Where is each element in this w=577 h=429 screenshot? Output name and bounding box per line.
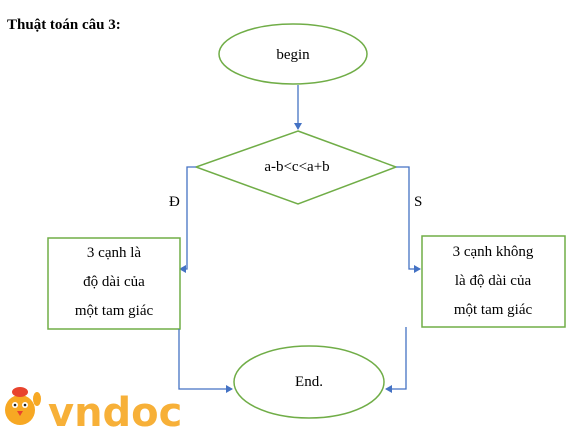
yes-branch-label: Đ <box>169 194 180 210</box>
end-node <box>233 345 385 419</box>
yes-result-box <box>47 237 181 330</box>
no-branch-label: S <box>414 194 422 210</box>
connector-no-end <box>385 327 407 393</box>
no-result-box <box>421 235 566 328</box>
no-result-line-3: một tam giác <box>454 302 533 318</box>
no-result-line-1: 3 cạnh không <box>453 244 534 260</box>
connector-decision-no <box>396 166 421 273</box>
watermark-text: vndoc <box>48 390 182 429</box>
connector-decision-yes <box>179 166 196 273</box>
connector-yes-end <box>178 329 233 393</box>
end-label: End. <box>295 374 323 390</box>
yes-result-line-1: 3 cạnh là <box>87 245 141 261</box>
start-node <box>218 23 368 85</box>
chick-mascot-icon <box>5 387 41 425</box>
condition-node <box>193 130 399 205</box>
start-label: begin <box>276 47 310 63</box>
yes-result-line-3: một tam giác <box>75 303 154 319</box>
no-result-line-2: là độ dài của <box>455 273 532 289</box>
condition-label: a-b<c<a+b <box>264 159 329 175</box>
diagram-title: Thuật toán câu 3: <box>7 17 121 33</box>
yes-result-line-2: độ dài của <box>83 274 145 290</box>
watermark-logo: vndoc <box>5 387 182 429</box>
